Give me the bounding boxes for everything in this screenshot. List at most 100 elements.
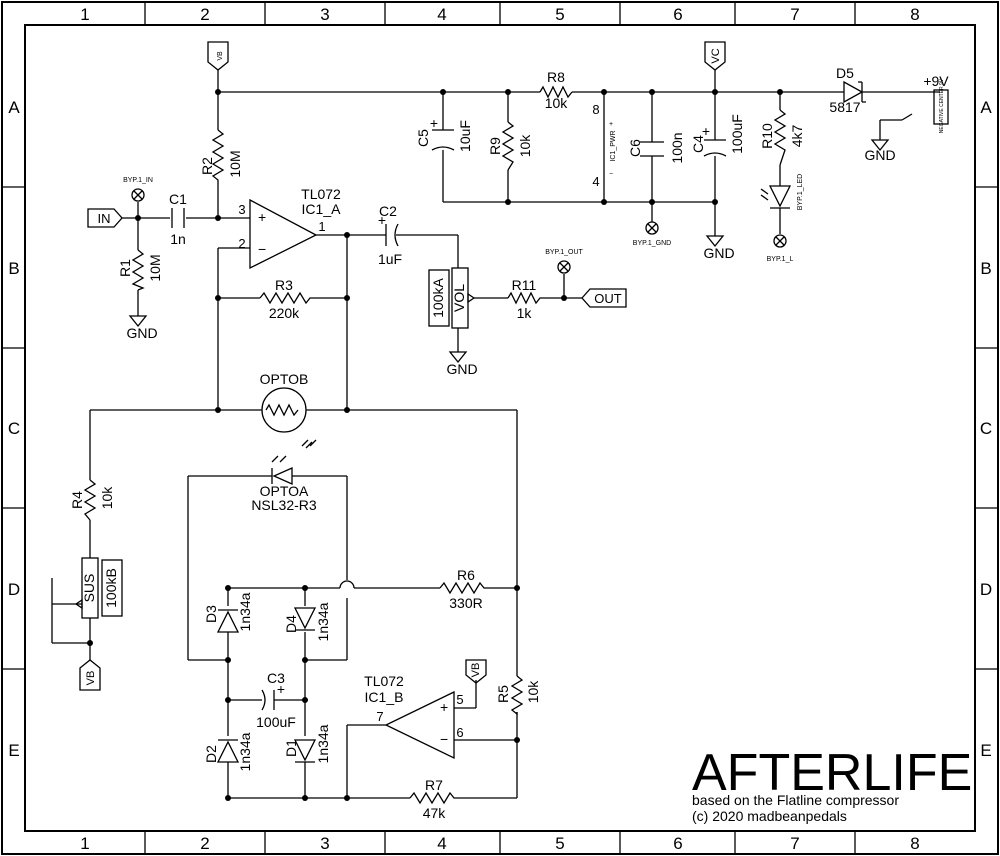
svg-text:10k: 10k bbox=[99, 486, 115, 510]
led-indicator: BYP.1_LED bbox=[760, 174, 804, 210]
svg-text:6: 6 bbox=[456, 725, 463, 740]
row-label: A bbox=[980, 98, 992, 117]
svg-text:3: 3 bbox=[238, 202, 245, 217]
col-label: 6 bbox=[673, 834, 682, 853]
svg-text:330R: 330R bbox=[449, 595, 482, 611]
svg-text:IC1_A: IC1_A bbox=[302, 201, 342, 217]
diode-d3: D3 1n34a bbox=[203, 592, 253, 633]
svg-text:NSL32-R3: NSL32-R3 bbox=[251, 497, 317, 513]
svg-text:GND: GND bbox=[864, 147, 895, 163]
gnd-vol: GND bbox=[446, 351, 478, 377]
svg-text:10k: 10k bbox=[517, 134, 533, 158]
svg-text:IC1_PWR: IC1_PWR bbox=[610, 130, 617, 161]
svg-text:R5: R5 bbox=[495, 685, 511, 703]
port-in: IN bbox=[87, 208, 123, 228]
optocoupler-optob: OPTOB bbox=[260, 371, 317, 449]
resistor-r5: R5 10k bbox=[495, 675, 541, 716]
svg-text:R11: R11 bbox=[512, 277, 537, 293]
diode-d4: D4 1n34a bbox=[283, 602, 331, 641]
svg-text:VB: VB bbox=[217, 51, 224, 61]
svg-text:100kB: 100kB bbox=[103, 568, 119, 608]
pad-byp-l: BYP.1_L bbox=[767, 234, 794, 263]
resistor-r11: R11 1k bbox=[507, 277, 542, 321]
svg-text:10k: 10k bbox=[525, 680, 541, 704]
title-block: AFTERLIFE based on the Flatline compress… bbox=[692, 744, 972, 824]
resistor-r4: R4 10k bbox=[69, 479, 115, 521]
svg-text:GND: GND bbox=[446, 361, 477, 377]
svg-text:10M: 10M bbox=[147, 254, 163, 281]
svg-text:C4: C4 bbox=[690, 135, 706, 153]
svg-text:TL072: TL072 bbox=[364, 673, 404, 689]
capacitor-c1: C1 1n bbox=[169, 191, 187, 247]
svg-text:BYP.1_GND: BYP.1_GND bbox=[633, 240, 671, 247]
svg-text:1: 1 bbox=[318, 219, 325, 234]
project-title: AFTERLIFE bbox=[692, 744, 972, 802]
capacitor-c4: C4 100uF + bbox=[690, 114, 745, 157]
col-label: 5 bbox=[555, 5, 564, 24]
port-vc: VC bbox=[704, 41, 726, 71]
svg-text:C3: C3 bbox=[267, 670, 285, 686]
svg-text:1n34a: 1n34a bbox=[237, 732, 253, 771]
resistor-r8: R8 10k bbox=[539, 69, 573, 111]
svg-text:−: − bbox=[258, 241, 266, 257]
row-label: B bbox=[8, 259, 19, 278]
light-arrows-icon bbox=[301, 439, 317, 449]
resistor-r6: R6 330R bbox=[439, 567, 490, 611]
svg-text:100uF: 100uF bbox=[729, 114, 745, 154]
pad-byp-out: BYP.1_OUT bbox=[545, 249, 584, 274]
svg-text:R4: R4 bbox=[69, 491, 85, 509]
row-label: A bbox=[8, 98, 20, 117]
svg-text:1n34a: 1n34a bbox=[237, 592, 253, 631]
svg-text:SUS: SUS bbox=[81, 574, 97, 603]
svg-text:C6: C6 bbox=[627, 139, 643, 157]
svg-text:R1: R1 bbox=[117, 259, 133, 277]
svg-text:IN: IN bbox=[98, 211, 111, 226]
col-label: 2 bbox=[200, 5, 209, 24]
row-label: D bbox=[8, 580, 20, 599]
svg-text:R10: R10 bbox=[759, 123, 775, 149]
svg-text:D4: D4 bbox=[283, 615, 299, 633]
svg-text:D1: D1 bbox=[283, 739, 299, 757]
light-arrows-icon bbox=[271, 455, 287, 463]
svg-text:47k: 47k bbox=[423, 805, 447, 821]
diode-d5: D5 5817 bbox=[820, 65, 866, 115]
svg-text:D2: D2 bbox=[203, 745, 219, 763]
svg-text:+9V: +9V bbox=[923, 73, 949, 89]
col-label: 8 bbox=[910, 5, 919, 24]
svg-text:R2: R2 bbox=[199, 157, 215, 175]
svg-text:BYP.1_L: BYP.1_L bbox=[767, 256, 794, 263]
col-label: 7 bbox=[790, 5, 799, 24]
row-label: C bbox=[8, 419, 20, 438]
svg-text:C1: C1 bbox=[169, 191, 187, 207]
row-label: C bbox=[980, 419, 992, 438]
potentiometer-sus: SUS 100kB bbox=[74, 557, 123, 619]
svg-text:100n: 100n bbox=[669, 132, 685, 163]
svg-text:5: 5 bbox=[456, 692, 463, 707]
capacitor-c5: C5 10uF + bbox=[415, 115, 473, 152]
col-label: 5 bbox=[555, 834, 564, 853]
gnd-r1: GND bbox=[126, 315, 158, 341]
svg-text:10k: 10k bbox=[545, 95, 569, 111]
svg-text:220k: 220k bbox=[269, 305, 300, 321]
svg-text:1uF: 1uF bbox=[378, 251, 402, 267]
svg-text:+: + bbox=[702, 123, 710, 139]
copyright: (c) 2020 madbeanpedals bbox=[692, 808, 847, 824]
svg-text:+: + bbox=[440, 699, 448, 715]
svg-text:1k: 1k bbox=[517, 305, 533, 321]
capacitor-c2: C2 1uF + bbox=[378, 203, 402, 267]
junctions bbox=[87, 89, 783, 801]
svg-text:C2: C2 bbox=[379, 203, 397, 219]
svg-text:10uF: 10uF bbox=[457, 120, 473, 152]
row-label: D bbox=[980, 580, 992, 599]
resistor-r1: R1 10M bbox=[117, 249, 163, 291]
capacitor-c3: C3 100uF + bbox=[256, 670, 296, 730]
svg-text:VOL: VOL bbox=[451, 284, 467, 312]
svg-text:OPTOB: OPTOB bbox=[260, 371, 309, 387]
svg-text:1n34a: 1n34a bbox=[315, 724, 331, 763]
svg-text:−: − bbox=[440, 731, 448, 747]
svg-text:2: 2 bbox=[238, 236, 245, 251]
svg-text:1n: 1n bbox=[170, 231, 186, 247]
col-label: 3 bbox=[320, 5, 329, 24]
